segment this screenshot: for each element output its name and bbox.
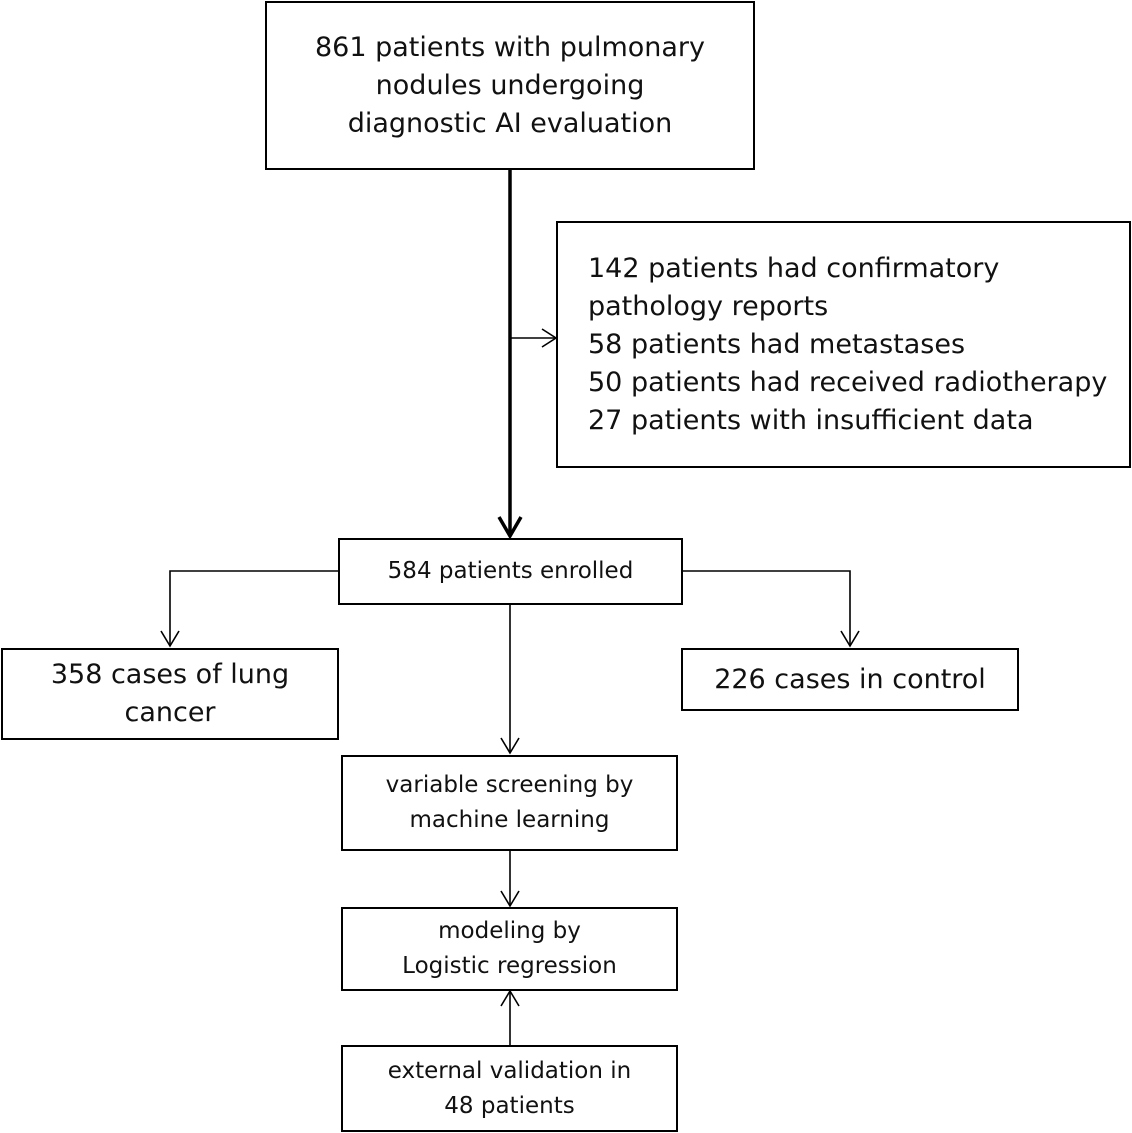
control-arrowhead bbox=[840, 630, 860, 648]
start-line-2: nodules undergoing bbox=[375, 69, 645, 101]
modeling-line-2: Logistic regression bbox=[402, 953, 617, 979]
exclusion-line-1: 142 patients had confirmatory bbox=[588, 252, 1000, 284]
screening-arrowhead bbox=[500, 737, 520, 755]
screening-line-1: variable screening by bbox=[385, 772, 634, 798]
screening-box: variable screening by machine learning bbox=[341, 755, 678, 851]
validation-arrowhead bbox=[500, 989, 520, 1007]
start-box: 861 patients with pulmonary nodules unde… bbox=[265, 1, 755, 170]
exclusion-line-2: pathology reports bbox=[588, 290, 829, 322]
exclusion-line-3: 58 patients had metastases bbox=[588, 328, 966, 360]
modeling-arrowhead bbox=[500, 890, 520, 908]
modeling-line-1: modeling by bbox=[438, 918, 581, 944]
exclusion-line-5: 27 patients with insufficient data bbox=[588, 404, 1034, 436]
lung-cancer-line-1: 358 cases of lung bbox=[50, 659, 290, 690]
enrolled-box: 584 patients enrolled bbox=[338, 538, 683, 605]
lung-cancer-line-2: cancer bbox=[124, 697, 216, 728]
enrolled-label: 584 patients enrolled bbox=[387, 558, 634, 584]
validation-box: external validation in 48 patients bbox=[341, 1045, 678, 1132]
main-flow-arrowhead bbox=[497, 516, 523, 540]
lung-cancer-connector bbox=[169, 570, 338, 646]
lung-cancer-box: 358 cases of lung cancer bbox=[1, 648, 339, 740]
validation-line-1: external validation in bbox=[387, 1057, 632, 1084]
control-connector bbox=[682, 570, 851, 646]
exclusion-line-4: 50 patients had received radiotherapy bbox=[588, 366, 1108, 398]
start-line-1: 861 patients with pulmonary bbox=[314, 31, 706, 63]
start-line-3: diagnostic AI evaluation bbox=[347, 107, 673, 139]
exclusion-box: 142 patients had confirmatory pathology … bbox=[556, 221, 1131, 468]
validation-line-2: 48 patients bbox=[444, 1092, 575, 1119]
modeling-box: modeling by Logistic regression bbox=[341, 907, 678, 991]
lung-cancer-arrowhead bbox=[160, 630, 180, 648]
control-label: 226 cases in control bbox=[714, 663, 986, 695]
screening-line-2: machine learning bbox=[409, 807, 610, 833]
control-box: 226 cases in control bbox=[681, 648, 1019, 711]
